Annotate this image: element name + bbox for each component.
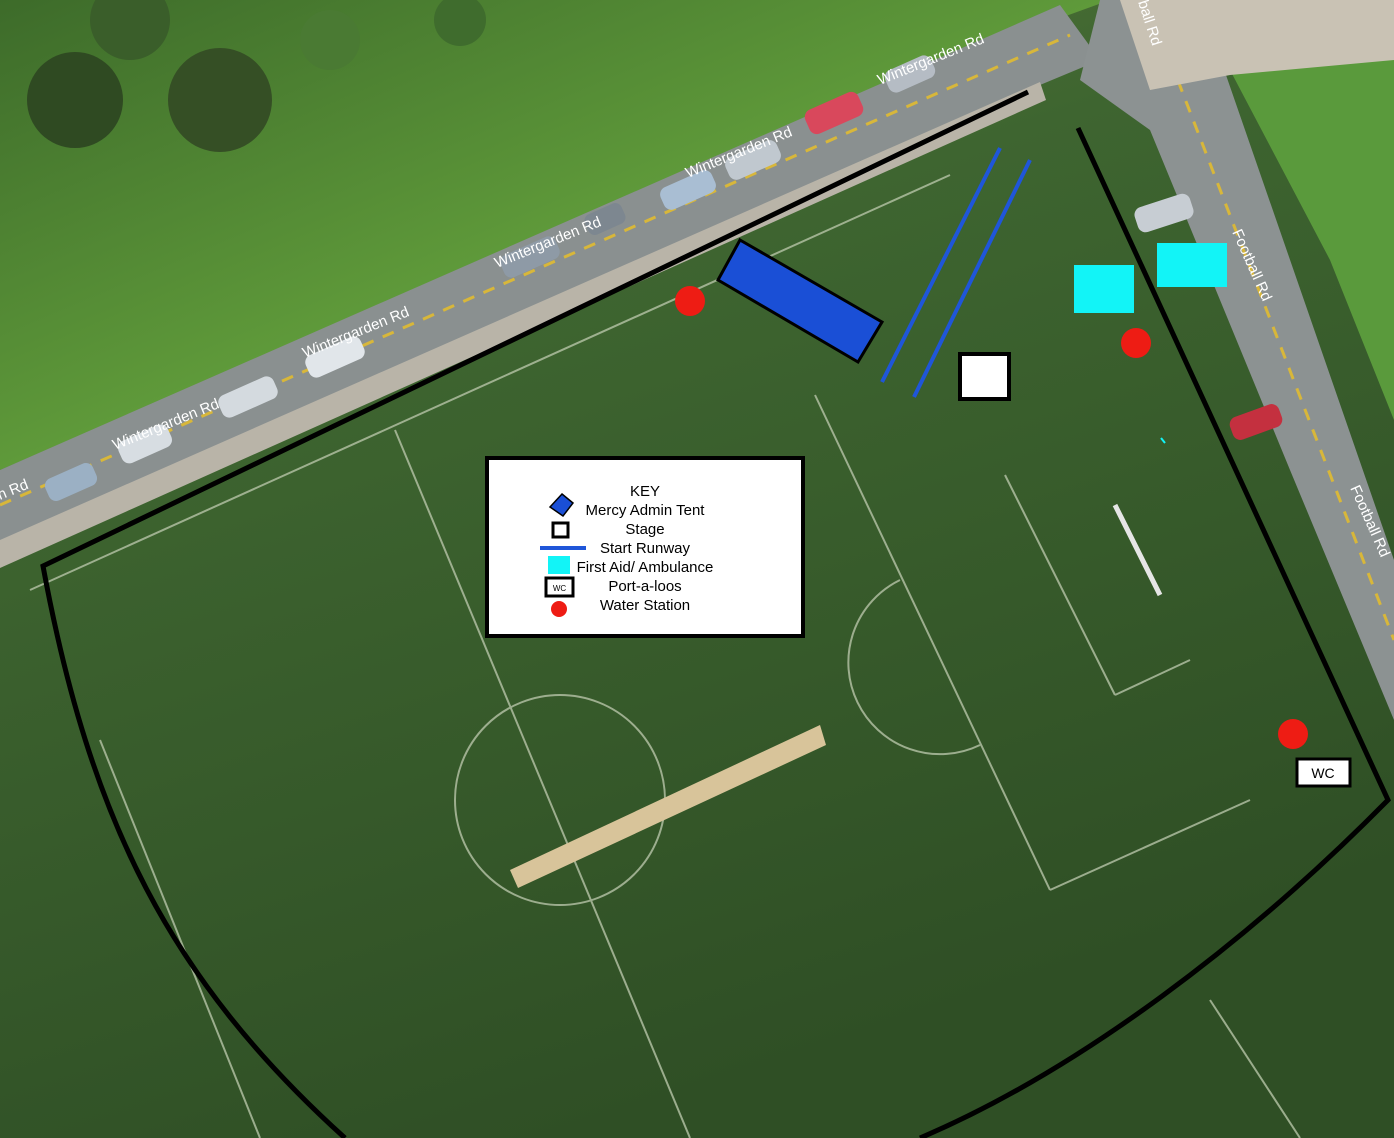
wc-box-icon xyxy=(544,576,575,598)
mercy-admin-tent xyxy=(715,237,885,365)
key-title: KEY xyxy=(630,483,660,500)
pitch-markings xyxy=(29,174,1301,1138)
key-item-water-station: Water Station xyxy=(600,597,690,614)
road-centre-line xyxy=(0,33,1071,507)
east-grass-area xyxy=(1230,50,1394,420)
water-station-1 xyxy=(675,286,705,316)
parked-cars xyxy=(44,55,1283,501)
water-station-2 xyxy=(1121,328,1151,358)
black-square-outline-icon xyxy=(551,521,570,539)
blue-diamond-icon xyxy=(548,492,575,518)
first-aid-tent xyxy=(1074,265,1134,313)
key-item-port-a-loos: Port-a-loos xyxy=(608,578,681,595)
cyan-square-icon xyxy=(548,556,570,574)
stage xyxy=(958,352,1011,401)
football-road-centre-line xyxy=(1168,59,1394,641)
key-item-first-aid: First Aid/ Ambulance xyxy=(577,559,714,576)
park-trees-area xyxy=(0,0,1110,470)
cyan-mark xyxy=(1160,437,1166,444)
wc-label: WC xyxy=(1311,765,1334,781)
palm-trees xyxy=(27,0,486,152)
wintergarden-road xyxy=(0,5,1100,545)
red-dot-icon xyxy=(551,601,567,617)
footpath-strip xyxy=(0,82,1046,568)
map-key: KEY Mercy Admin Tent Stage Start Runway … xyxy=(485,456,805,638)
key-box xyxy=(485,456,805,638)
goal-posts xyxy=(1112,503,1163,597)
start-runway-line-1 xyxy=(880,147,1002,383)
ambulance-bay xyxy=(1157,243,1227,287)
key-item-admin-tent: Mercy Admin Tent xyxy=(586,502,706,519)
wc-box-icon-text: WC xyxy=(553,584,567,593)
cricket-pitch xyxy=(510,725,826,888)
port-a-loos: WC xyxy=(1295,757,1352,788)
start-runway-line-2 xyxy=(912,159,1032,398)
corner-plaza xyxy=(1120,0,1394,90)
key-item-start-runway: Start Runway xyxy=(600,540,691,557)
football-road xyxy=(1080,0,1394,720)
event-boundary-line xyxy=(40,89,1391,1138)
water-station-3 xyxy=(1278,719,1308,749)
key-item-stage: Stage xyxy=(625,521,664,538)
